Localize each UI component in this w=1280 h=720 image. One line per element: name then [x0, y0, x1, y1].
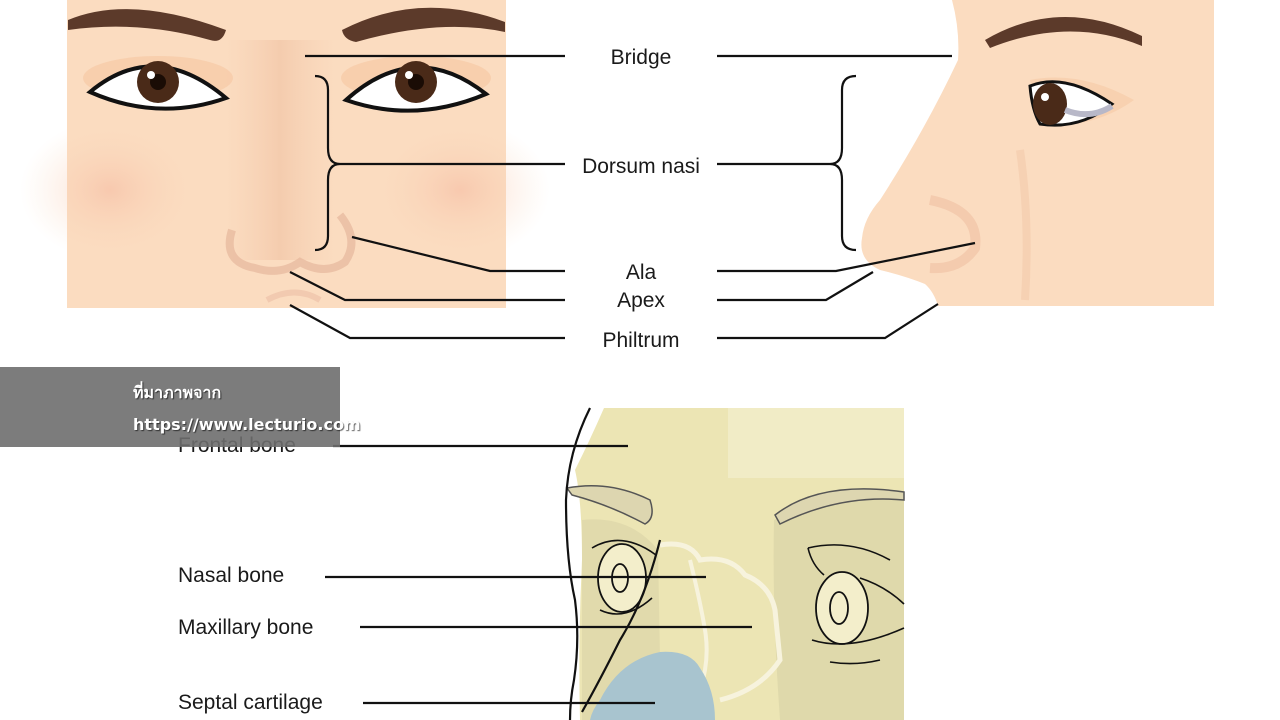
front-face-chin-shadow — [265, 289, 322, 303]
label-nasal-bone: Nasal bone — [178, 564, 284, 587]
label-ala: Ala — [626, 261, 657, 284]
label-philtrum: Philtrum — [602, 329, 679, 352]
skull-right-eye — [807, 544, 905, 665]
top-leader-lines-right — [717, 54, 976, 340]
philtrum-leader-right — [717, 303, 939, 340]
left-eyebrow — [68, 9, 226, 41]
top-leader-lines-left — [289, 54, 565, 340]
side-eyebrow — [985, 16, 1142, 48]
dorsum-bracket-left — [314, 74, 565, 252]
skull-right-brow — [774, 488, 905, 525]
front-face-cheek-right — [370, 120, 550, 260]
side-face-skin — [861, 0, 1214, 306]
side-eye — [1028, 77, 1134, 127]
top-labels: Bridge Dorsum nasi Ala Apex Philtrum — [582, 46, 700, 352]
source-caption: ที่มาภาพจาก — [133, 383, 222, 402]
bottom-leader-lines — [325, 444, 752, 705]
bottom-profile-outline — [564, 407, 591, 720]
side-face-nose-shade — [928, 195, 981, 274]
label-maxillary-bone: Maxillary bone — [178, 616, 313, 639]
front-face-nostrils — [225, 212, 356, 275]
apex-leader-left — [289, 271, 565, 302]
label-bridge: Bridge — [611, 46, 672, 69]
front-face-illustration — [20, 0, 550, 308]
skull-illustration — [565, 408, 905, 720]
side-face-illustration — [861, 0, 1214, 306]
maxillary-outline — [688, 559, 709, 691]
label-apex: Apex — [617, 289, 665, 312]
ala-leader-right — [717, 241, 976, 273]
nasal-bone-outline — [659, 541, 783, 703]
bottom-nose-outline — [581, 539, 662, 713]
skull-highlight — [728, 408, 904, 478]
skull-left-brow — [565, 484, 653, 525]
apex-leader-right — [717, 271, 874, 302]
image-source-banner: ที่มาภาพจาก https://www.lecturio.com — [0, 367, 361, 447]
ala-leader-left — [351, 235, 565, 273]
front-face-cheek-left — [20, 120, 200, 260]
right-eyebrow — [342, 7, 505, 42]
label-septal-cartilage: Septal cartilage — [178, 691, 323, 714]
bottom-labels: Frontal bone Nasal bone Maxillary bone S… — [178, 434, 323, 714]
left-eye — [83, 56, 233, 111]
side-face-cheek-line — [1016, 149, 1031, 301]
philtrum-leader-left — [289, 304, 565, 340]
label-dorsum-nasi: Dorsum nasi — [582, 155, 700, 178]
right-eye — [341, 56, 491, 113]
dorsum-bracket-right — [717, 74, 857, 252]
front-face-nose-shade — [225, 40, 335, 260]
source-url: https://www.lecturio.com — [133, 415, 361, 434]
